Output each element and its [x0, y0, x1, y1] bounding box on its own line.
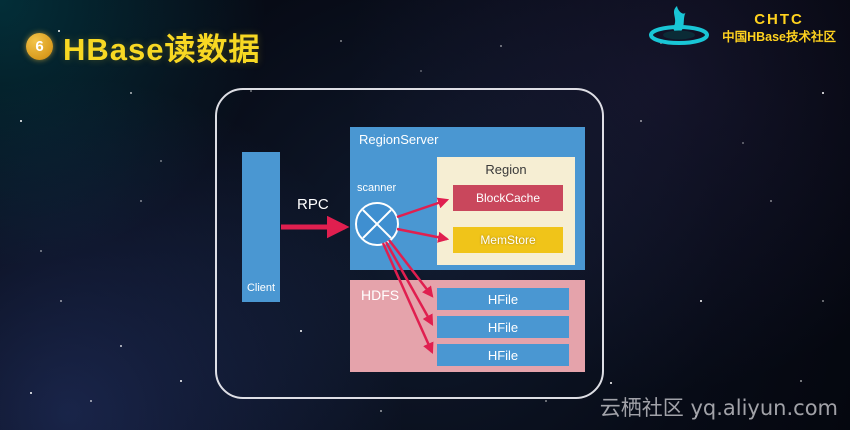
client-label: Client	[246, 282, 276, 294]
blockcache-box: BlockCache	[453, 185, 563, 211]
hfile-box: HFile	[437, 316, 569, 338]
page-title: HBase读数据	[63, 32, 261, 67]
client-box: Client	[242, 152, 280, 302]
hbase-read-diagram: Client RPC RegionServer scanner Region B…	[215, 88, 604, 399]
regionserver-label: RegionServer	[359, 132, 439, 147]
region-label: Region	[485, 162, 527, 177]
region-box: Region BlockCache MemStore	[437, 157, 575, 265]
logo-text-block: CHTC 中国HBase技术社区	[722, 11, 836, 45]
community-logo: CHTC 中国HBase技术社区	[644, 4, 836, 53]
hfile-box: HFile	[437, 344, 569, 366]
slide-number-badge: 6	[26, 33, 53, 60]
scanner-label: scanner	[357, 182, 397, 194]
memstore-box: MemStore	[453, 227, 563, 253]
chtc-logo-icon	[644, 4, 714, 53]
rpc-label: RPC	[297, 196, 329, 213]
hfile-box: HFile	[437, 288, 569, 310]
hdfs-box: HDFS HFile HFile HFile	[350, 280, 585, 372]
logo-acronym: CHTC	[754, 11, 804, 29]
logo-community-name: 中国HBase技术社区	[722, 30, 836, 45]
starfield-background	[0, 0, 2, 2]
regionserver-box: RegionServer scanner Region BlockCache M…	[350, 127, 585, 270]
watermark: 云栖社区 yq.aliyun.com	[599, 396, 838, 420]
slide-title-row: 6 HBase读数据	[26, 24, 261, 69]
hdfs-label: HDFS	[361, 287, 400, 303]
